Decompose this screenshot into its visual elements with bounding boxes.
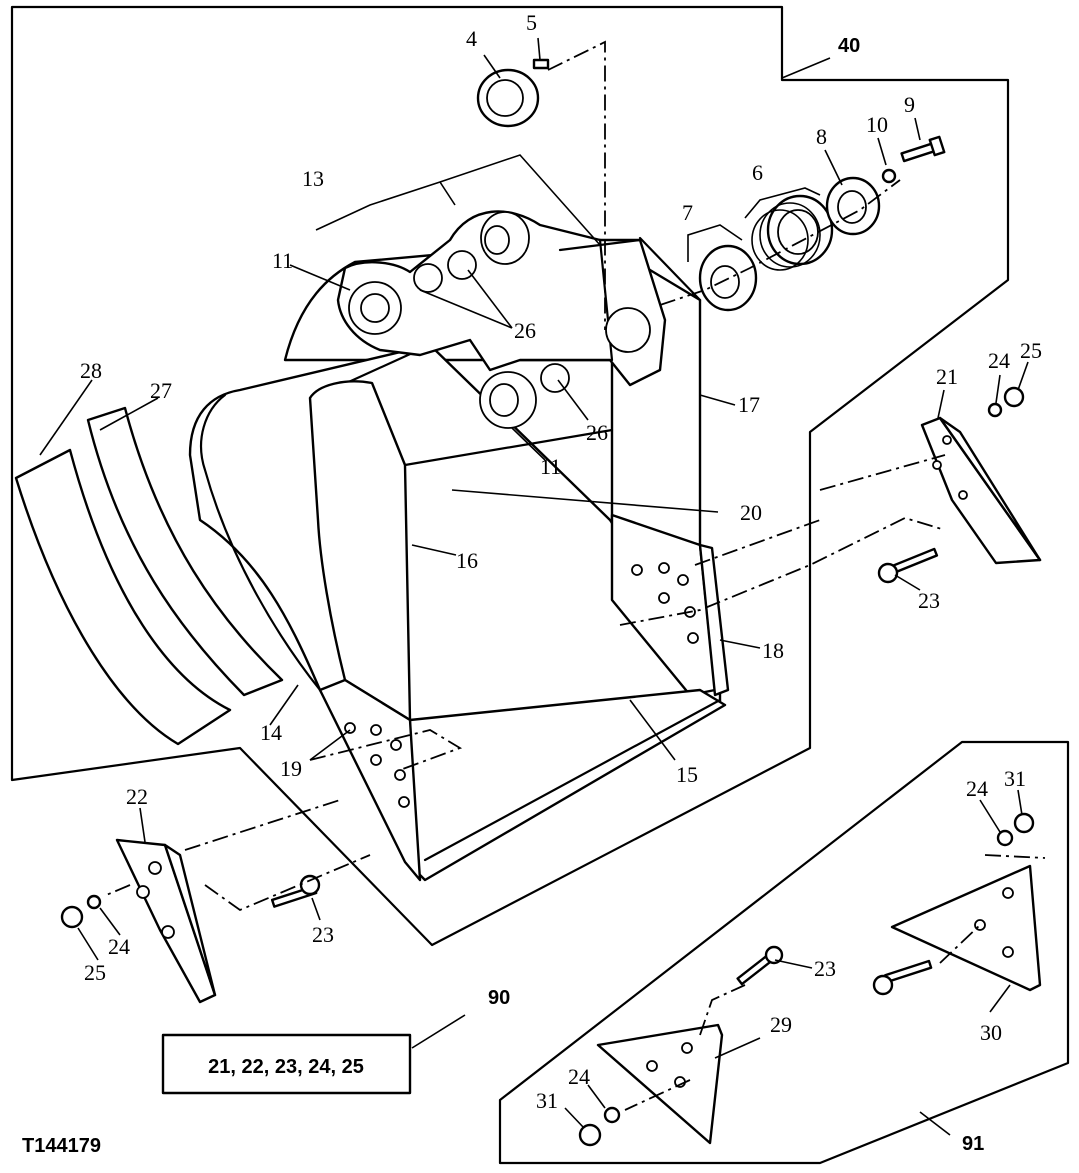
callout-label: 23 [814,956,836,981]
callout-label: 31 [1004,766,1026,791]
callout-label: 11 [540,454,561,479]
bolt-part-23-a [877,547,939,584]
callout-label: 18 [762,638,784,663]
drawing-id: T144179 [22,1135,101,1157]
bolt-part-23-d [872,959,933,996]
nut-part-25-b [60,905,84,929]
cap-part-4 [476,58,550,128]
callout-label: 13 [302,166,324,191]
callout-label: 11 [272,248,293,273]
callout-label: 19 [280,756,302,781]
wear-strip-part-27 [86,406,284,697]
group-91-boundary [498,740,1070,1165]
callout-label: 30 [980,1020,1002,1045]
callout-label: 24 [108,934,130,959]
callout-label: 23 [918,588,940,613]
callout-label: 91 [962,1133,984,1155]
group-40-boundary [10,5,1010,947]
kit-90-contents: 21, 22, 23, 24, 25 [208,1056,364,1078]
lockwasher-part-24-b [86,894,102,910]
callout-label: 25 [84,960,106,985]
bolt-part-9 [900,135,946,163]
callout-label: 5 [526,10,537,35]
callout-label: 10 [866,112,888,137]
bolt-part-23-b [270,874,321,908]
callout-label: 15 [676,762,698,787]
lockwasher-part-24-a [987,402,1003,418]
nut-part-31-b [578,1123,602,1147]
callout-label: 31 [536,1088,558,1113]
shim-part-6 [751,194,834,271]
washer-part-8 [825,176,881,236]
callout-label: 22 [126,784,148,809]
nut-part-31-a [1013,812,1035,834]
callout-label: 24 [568,1064,590,1089]
side-cutter-part-21 [920,416,1042,565]
callout-label: 16 [456,548,478,573]
lockwasher-part-24-d [603,1106,621,1124]
callout-label: 40 [838,35,860,57]
assembly-centre-lines [103,40,1046,1111]
callout-label: 8 [816,124,827,149]
callout-label: 25 [1020,338,1042,363]
callout-label: 6 [752,160,763,185]
callout-label: 29 [770,1012,792,1037]
callout-label: 26 [586,420,608,445]
callout-label: 21 [936,364,958,389]
plate-part-29 [596,1023,724,1145]
wear-strip-part-28 [14,448,232,746]
callout-label: 24 [966,776,988,801]
callout-label: 26 [514,318,536,343]
bolt-part-23-c [736,945,784,986]
callout-label: 24 [988,348,1010,373]
callout-label: 27 [150,378,172,403]
callout-label: 23 [312,922,334,947]
callout-label: 28 [80,358,102,383]
lockwasher-part-10 [881,168,897,184]
callout-label: 4 [466,26,477,51]
callout-label: 7 [682,200,693,225]
left-cutter-holes [344,722,410,808]
callout-label: 20 [740,500,762,525]
right-cutter-holes [631,562,699,644]
kit-90-box: 21, 22, 23, 24, 25 [161,1033,412,1095]
lockwasher-part-24-c [996,829,1014,847]
bucket-body [188,210,730,882]
callout-label: 14 [260,720,282,745]
callout-label: 17 [738,392,760,417]
callout-labels: 4 5 40 9 10 8 6 7 13 11 26 26 11 17 28 2… [80,10,1042,1155]
callout-label: 90 [488,987,510,1009]
callout-leaders [39,37,1029,1136]
side-cutter-part-22 [115,838,217,1004]
callout-label: 9 [904,92,915,117]
nut-part-25-a [1003,386,1025,408]
